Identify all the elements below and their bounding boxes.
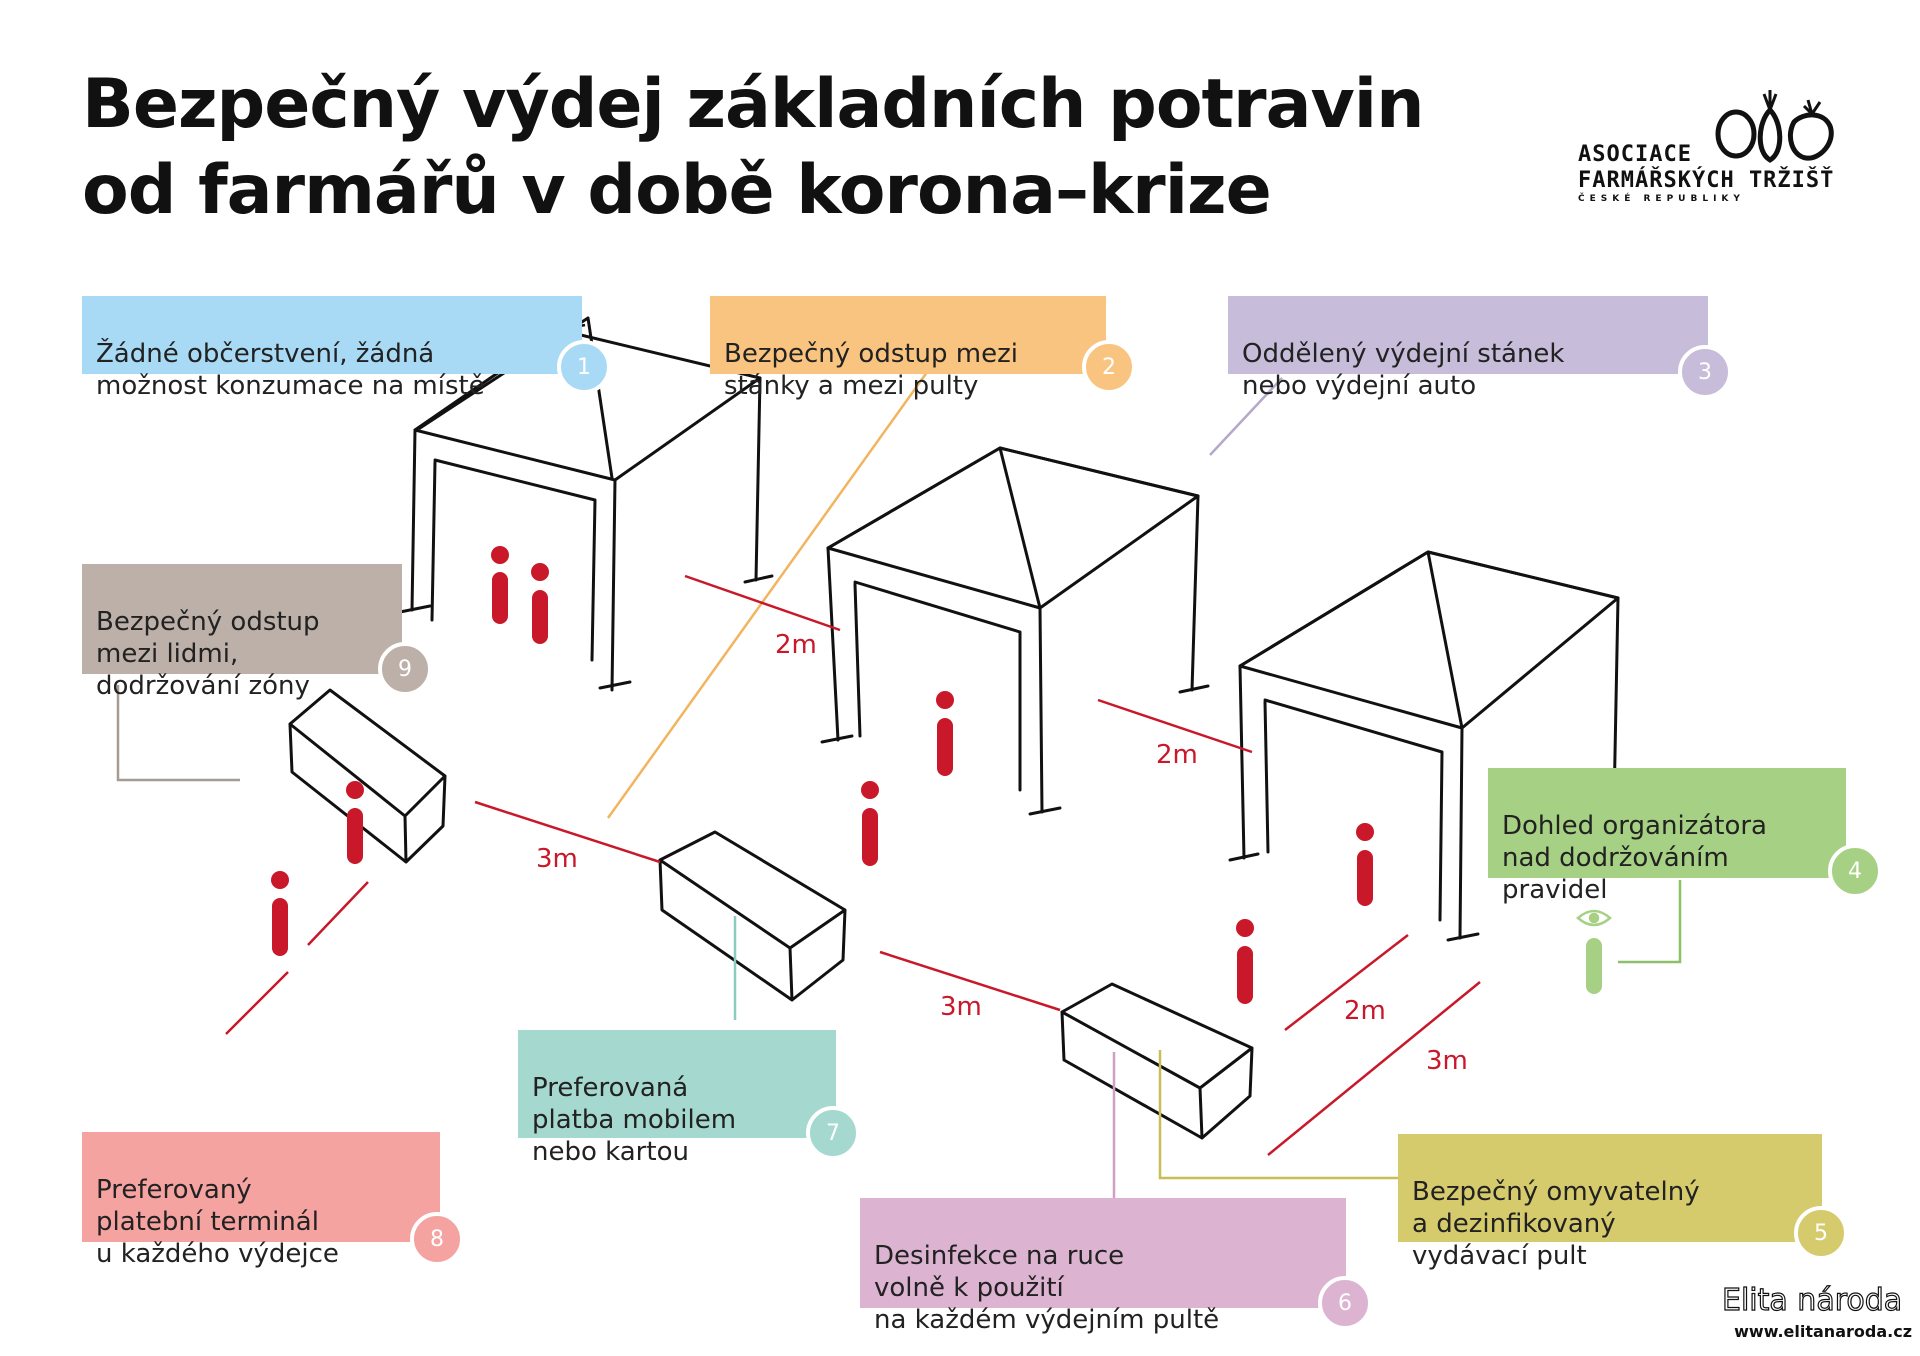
- vegetable-logo-icon: [1715, 90, 1834, 163]
- title-line-1: Bezpečný výdej základních potravin: [82, 65, 1425, 144]
- callout-4-text: Dohled organizátora nad dodržováním prav…: [1502, 811, 1767, 905]
- callout-6: Desinfekce na ruce volně k použití na ka…: [860, 1198, 1346, 1335]
- counter-2: [658, 830, 847, 1002]
- callout-9-number: 9: [378, 642, 432, 696]
- distance-stall-gap-1: 2m: [775, 630, 817, 660]
- callout-1: Žádné občerstvení, žádná možnost konzuma…: [82, 296, 582, 401]
- people: [271, 546, 1612, 1004]
- callout-5: Bezpečný omyvatelný a dezinfikovaný vydá…: [1398, 1134, 1822, 1271]
- distance-front-gap: 3m: [1426, 1046, 1468, 1076]
- callout-2-text: Bezpečný odstup mezi stánky a mezi pulty: [724, 339, 1018, 401]
- distance-person-gap: 2m: [1344, 996, 1386, 1026]
- page-title: Bezpečný výdej základních potravin od fa…: [82, 62, 1502, 234]
- callout-3-number: 3: [1678, 345, 1732, 399]
- counter-1: [288, 688, 447, 864]
- callout-3-text: Oddělený výdejní stánek nebo výdejní aut…: [1242, 339, 1565, 401]
- eye-icon: [1576, 909, 1612, 927]
- callout-8-number: 8: [410, 1212, 464, 1266]
- callout-9-text: Bezpečný odstup mezi lidmi, dodržování z…: [96, 607, 320, 701]
- callout-7: Preferovaná platba mobilem nebo kartou: [518, 1030, 836, 1167]
- callout-9: Bezpečný odstup mezi lidmi, dodržování z…: [82, 564, 402, 701]
- callout-7-text: Preferovaná platba mobilem nebo kartou: [532, 1073, 737, 1167]
- callout-4-number: 4: [1828, 844, 1882, 898]
- watermark-name: Elita národa: [1721, 1282, 1903, 1318]
- distance-counter-gap-2: 3m: [940, 992, 982, 1022]
- callout-8-text: Preferovaný platební terminál u každého …: [96, 1175, 339, 1269]
- logo-line-3: ČESKÉ REPUBLIKY: [1578, 194, 1745, 204]
- watermark-url: www.elitanaroda.cz: [1734, 1322, 1912, 1341]
- callout-1-number: 1: [557, 340, 611, 394]
- callout-1-text: Žádné občerstvení, žádná možnost konzuma…: [96, 339, 485, 401]
- callout-7-number: 7: [806, 1106, 860, 1160]
- logo-line-1: ASOCIACE: [1578, 142, 1692, 167]
- callout-5-text: Bezpečný omyvatelný a dezinfikovaný vydá…: [1412, 1177, 1700, 1271]
- logo-line-2: FARMÁŘSKÝCH TRŽIŠŤ: [1578, 168, 1835, 193]
- callout-8: Preferovaný platební terminál u každého …: [82, 1132, 440, 1269]
- callout-2-number: 2: [1082, 340, 1136, 394]
- callout-2: Bezpečný odstup mezi stánky a mezi pulty: [710, 296, 1106, 401]
- distance-counter-gap-1: 3m: [536, 844, 578, 874]
- counter-3: [1060, 982, 1254, 1140]
- tent-2: [820, 446, 1210, 816]
- callout-3: Oddělený výdejní stánek nebo výdejní aut…: [1228, 296, 1708, 401]
- callout-5-number: 5: [1794, 1206, 1848, 1260]
- callout-4: Dohled organizátora nad dodržováním prav…: [1488, 768, 1846, 905]
- title-line-2: od farmářů v době korona–krize: [82, 151, 1272, 230]
- callout-6-text: Desinfekce na ruce volně k použití na ka…: [874, 1241, 1220, 1335]
- callout-6-number: 6: [1318, 1276, 1372, 1330]
- association-logo: ASOCIACE FARMÁŘSKÝCH TRŽIŠŤ ČESKÉ REPUBL…: [1578, 82, 1848, 212]
- distance-stall-gap-2: 2m: [1156, 740, 1198, 770]
